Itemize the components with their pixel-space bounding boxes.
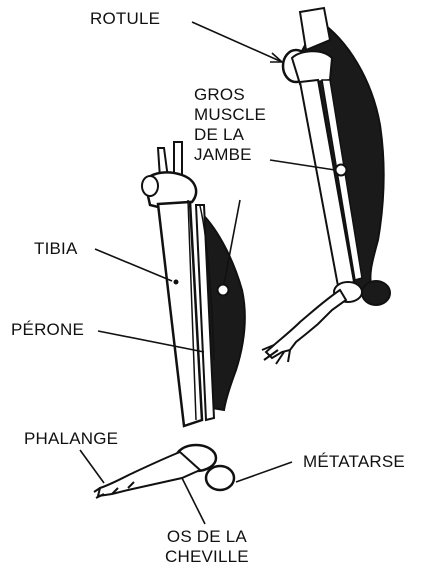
tibia-marker (174, 280, 179, 285)
phalange-leader (80, 450, 104, 483)
calf-muscle-marker (218, 285, 229, 296)
label-rotule: ROTULE (90, 9, 160, 29)
left-heel (206, 466, 234, 490)
left-foot-bones (98, 452, 200, 496)
metatarse-leader (236, 462, 292, 482)
label-tibia: TIBIA (34, 239, 78, 259)
right-tibia-head (292, 51, 332, 84)
label-gros-muscle-line-3: DE LA (194, 125, 266, 145)
label-gros-muscle: GROS MUSCLE DE LA JAMBE (194, 85, 266, 165)
label-gros-muscle-line-2: MUSCLE (194, 105, 266, 125)
label-os-de-la-cheville: OS DE LA CHEVILLE (165, 527, 249, 567)
label-metatarse: MÉTATARSE (303, 452, 405, 472)
label-gros-muscle-line-4: JAMBE (194, 145, 266, 165)
left-kneecap (142, 176, 158, 196)
right-foot-bones (266, 290, 346, 358)
tibia-leader (95, 249, 172, 281)
label-phalange: PHALANGE (24, 429, 118, 449)
label-os-cheville-line-2: CHEVILLE (165, 547, 249, 567)
label-perone: PÉRONE (11, 320, 84, 340)
rotule-leader (192, 22, 282, 62)
right-heel (362, 281, 390, 305)
os-cheville-leader (182, 478, 205, 524)
gros-muscle-marker (336, 165, 347, 176)
label-os-cheville-line-1: OS DE LA (167, 527, 247, 547)
label-gros-muscle-line-1: GROS (194, 85, 266, 105)
